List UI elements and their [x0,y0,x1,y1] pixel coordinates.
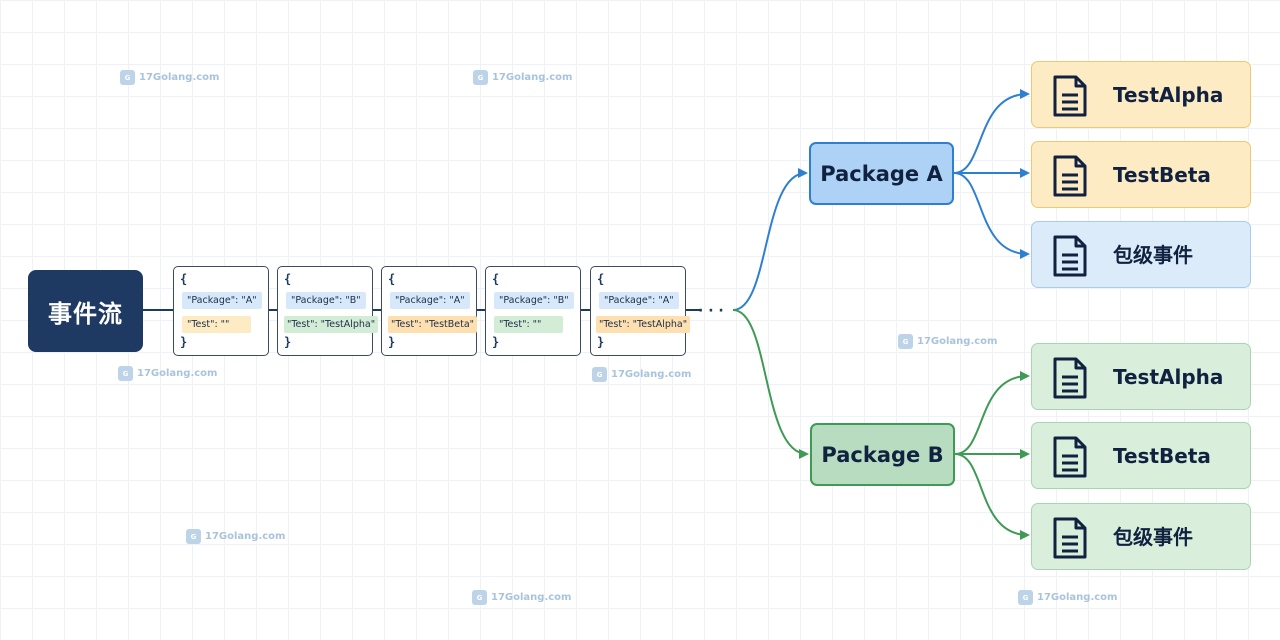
logo-icon: G [473,70,488,85]
logo-icon: G [472,590,487,605]
open-brace: { [180,272,188,286]
event-test: "Test": "" [182,316,252,333]
event-card: { "Package": "B" "Test": "TestAlpha" } [277,266,379,356]
document-icon [1053,235,1087,277]
document-icon [1053,436,1087,478]
event-test: "Test": "" [494,316,564,333]
event-card: { "Package": "B" "Test": "" } [485,266,581,356]
package-a-target-package-event: 包级事件 [1031,221,1251,288]
document-icon [1053,75,1087,117]
branch-a-package-event [953,172,1030,259]
event-package: "Package": "A" [390,292,470,309]
event-package: "Package": "B" [494,292,574,309]
event-card: { "Package": "A" "Test": "TestAlpha" } [590,266,691,356]
logo-icon: G [118,366,133,381]
close-brace: } [597,335,605,349]
package-b-label: Package B [821,442,944,467]
logo-icon: G [592,367,607,382]
package-b-node: Package B [810,423,955,486]
logo-icon: G [898,334,913,349]
event-test: "Test": "TestBeta" [388,316,478,333]
open-brace: { [492,272,500,286]
document-icon [1053,155,1087,197]
branch-b-package-event [954,453,1030,540]
document-icon [1053,517,1087,559]
event-package: "Package": "A" [599,292,679,309]
package-a-target-testbeta: TestBeta [1031,141,1251,208]
ellipsis: · · · [698,303,724,319]
event-stream-label: 事件流 [48,299,123,328]
branch-a-testalpha [953,89,1030,174]
package-a-label: Package A [820,161,943,186]
package-b-target-testbeta: TestBeta [1031,422,1251,489]
logo-icon: G [120,70,135,85]
open-brace: { [388,272,396,286]
branch-to-package-b [732,309,809,459]
open-brace: { [284,272,292,286]
event-package: "Package": "A" [182,292,262,309]
target-label: TestBeta [1113,444,1211,468]
branch-to-package-a [732,168,808,311]
event-test: "Test": "TestAlpha" [284,316,379,333]
package-a-node: Package A [809,142,954,205]
package-b-target-testalpha: TestAlpha [1031,343,1251,410]
target-label: TestAlpha [1113,83,1224,107]
event-stream-node: 事件流 [28,270,143,352]
branch-b-testalpha [954,371,1030,455]
event-card: { "Package": "A" "Test": "" } [173,266,269,356]
event-card: { "Package": "A" "Test": "TestBeta" } [381,266,478,356]
target-label: 包级事件 [1113,243,1193,267]
event-test: "Test": "TestAlpha" [596,316,691,333]
target-label: TestBeta [1113,163,1211,187]
package-a-target-testalpha: TestAlpha [1031,61,1251,128]
document-icon [1053,357,1087,399]
close-brace: } [284,335,292,349]
close-brace: } [388,335,396,349]
close-brace: } [492,335,500,349]
package-b-target-package-event: 包级事件 [1031,503,1251,570]
close-brace: } [180,335,188,349]
target-label: 包级事件 [1113,525,1193,549]
event-package: "Package": "B" [286,292,366,309]
logo-icon: G [186,529,201,544]
logo-icon: G [1018,590,1033,605]
target-label: TestAlpha [1113,365,1224,389]
open-brace: { [597,272,605,286]
